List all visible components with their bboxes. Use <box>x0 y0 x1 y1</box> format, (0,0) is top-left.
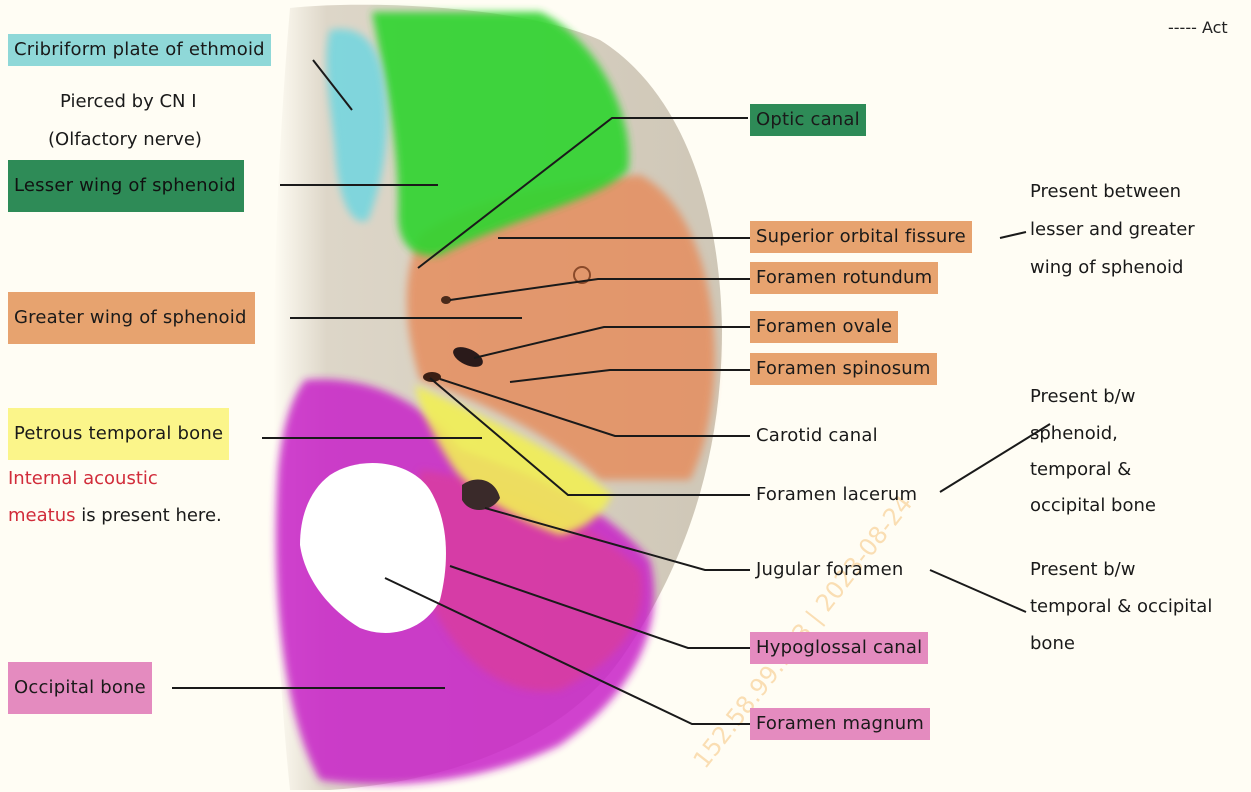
label-lacerum: Foramen lacerum <box>750 479 923 511</box>
note-lac-line3: temporal & <box>1030 453 1131 487</box>
note-lac-line2: sphenoid, <box>1030 417 1118 451</box>
note-cn1-line1: Pierced by CN I <box>60 85 197 119</box>
note-iam-line1: Internal acoustic <box>8 462 158 496</box>
note-jug-line1: Present b/w <box>1030 553 1135 587</box>
label-greater-wing: Greater wing of sphenoid <box>8 292 255 344</box>
legend-header: ----- Act <box>1168 18 1228 37</box>
note-sof-line2: lesser and greater <box>1030 213 1195 247</box>
label-lesser-wing: Lesser wing of sphenoid <box>8 160 244 212</box>
label-spinosum: Foramen spinosum <box>750 353 937 385</box>
label-rotundum: Foramen rotundum <box>750 262 938 294</box>
note-iam-red: meatus <box>8 505 75 526</box>
label-hypoglossal: Hypoglossal canal <box>750 632 928 664</box>
label-petrous: Petrous temporal bone <box>8 408 229 460</box>
leader-jugular-note <box>930 570 1026 612</box>
label-jugular: Jugular foramen <box>750 554 910 586</box>
note-iam-rest: is present here. <box>75 505 221 526</box>
label-ovale: Foramen ovale <box>750 311 898 343</box>
note-lac-line1: Present b/w <box>1030 380 1135 414</box>
note-jug-line3: bone <box>1030 627 1075 661</box>
note-jug-line2: temporal & occipital <box>1030 590 1212 624</box>
note-cn1-line2: (Olfactory nerve) <box>48 123 202 157</box>
label-optic-canal: Optic canal <box>750 104 866 136</box>
foramen-rotundum-hole <box>441 296 451 304</box>
label-cribriform: Cribriform plate of ethmoid <box>8 34 271 66</box>
note-lac-line4: occipital bone <box>1030 489 1156 523</box>
label-carotid: Carotid canal <box>750 420 884 452</box>
label-occipital: Occipital bone <box>8 662 152 714</box>
note-sof-line1: Present between <box>1030 175 1181 209</box>
note-sof-line3: wing of sphenoid <box>1030 251 1183 285</box>
label-sup-orbital: Superior orbital fissure <box>750 221 972 253</box>
leader-sof-note <box>1000 232 1026 238</box>
label-magnum: Foramen magnum <box>750 708 930 740</box>
note-iam-line2: meatus is present here. <box>8 499 222 533</box>
